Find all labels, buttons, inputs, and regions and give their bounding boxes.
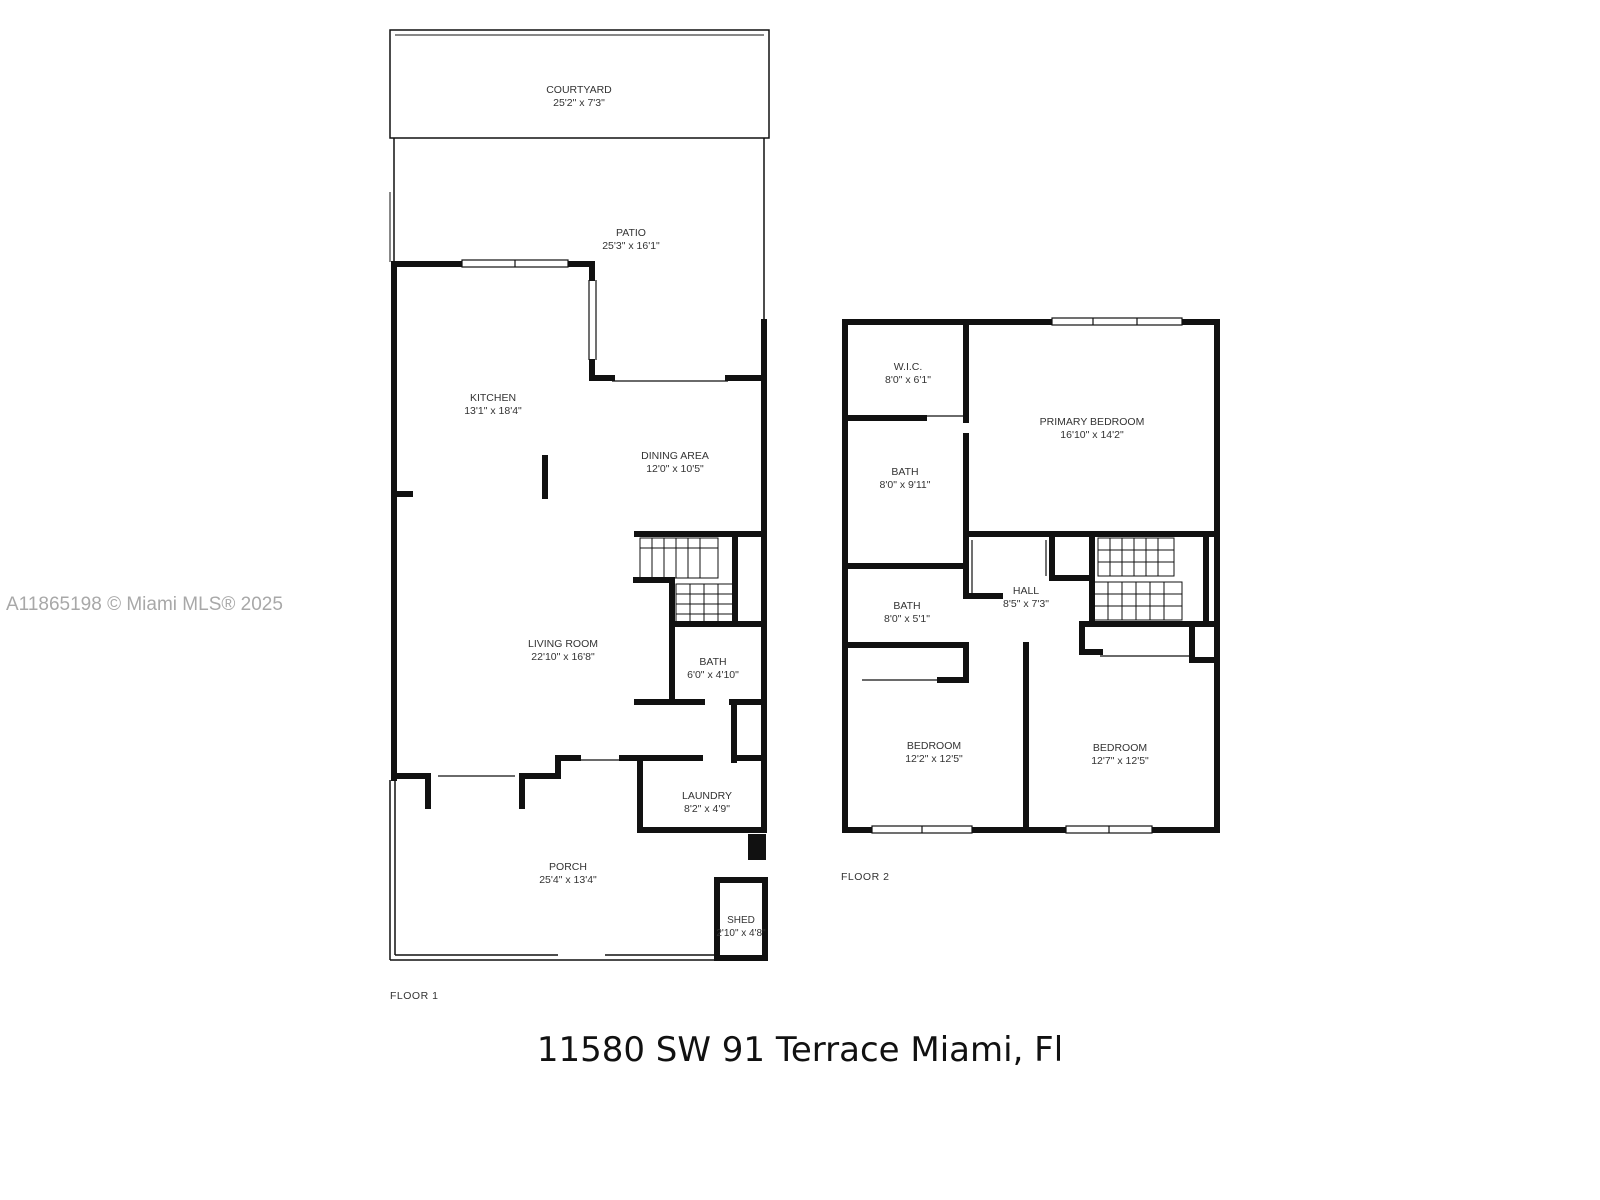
room-dimensions: 12'7" x 12'5" <box>1091 755 1149 767</box>
room-dimensions: 8'0" x 9'11" <box>879 479 931 491</box>
room-dimensions: 13'1" x 18'4" <box>464 405 522 417</box>
mls-watermark: A11865198 © Miami MLS® 2025 <box>6 594 283 615</box>
room-dimensions: 12'0" x 10'5" <box>646 463 704 475</box>
room-name: LAUNDRY <box>682 790 732 802</box>
room-name: BATH <box>891 466 919 478</box>
room-bedroom-right: BEDROOM 12'7" x 12'5" <box>1091 742 1149 768</box>
floor-2-stairs <box>1093 537 1183 621</box>
room-dimensions: 22'10" x 16'8" <box>531 651 595 663</box>
room-name: BEDROOM <box>906 740 962 752</box>
floor-1-plan <box>389 29 770 961</box>
room-dining-area: DINING AREA 12'0" x 10'5" <box>641 450 709 476</box>
room-laundry: LAUNDRY 8'2" x 4'9" <box>682 790 732 816</box>
floor-2-label: FLOOR 2 <box>841 871 890 883</box>
room-name: DINING AREA <box>641 450 709 462</box>
main-house-walls <box>391 261 768 961</box>
room-courtyard: COURTYARD 25'2" x 7'3" <box>546 84 612 110</box>
courtyard-outline <box>389 29 770 139</box>
floor-1-label: FLOOR 1 <box>390 990 439 1002</box>
room-name: W.I.C. <box>893 361 923 373</box>
room-name: PORCH <box>549 861 587 873</box>
room-name: PATIO <box>616 227 646 239</box>
room-bath-upper-1: BATH 8'0" x 9'11" <box>880 466 931 492</box>
room-dimensions: 25'4" x 13'4" <box>539 874 597 886</box>
room-walk-in-closet: W.I.C. 8'0" x 6'1" <box>885 361 931 387</box>
room-dimensions: 6'0" x 4'10" <box>687 669 739 681</box>
floor-2-windows <box>862 317 1192 834</box>
room-name: SHED <box>727 915 755 926</box>
room-bedroom-left: BEDROOM 12'2" x 12'5" <box>905 740 963 766</box>
room-primary-bedroom: PRIMARY BEDROOM 16'10" x 14'2" <box>1040 416 1145 442</box>
room-dimensions: 25'2" x 7'3" <box>553 97 605 109</box>
floor-1-stairs <box>639 537 735 623</box>
room-living-room: LIVING ROOM 22'10" x 16'8" <box>528 638 598 664</box>
room-bath-upper-2: BATH 8'0" x 5'1" <box>884 600 930 626</box>
floor-2-plan <box>842 317 1220 834</box>
room-dimensions: 2'10" x 4'8" <box>716 928 766 939</box>
room-name: COURTYARD <box>546 84 612 96</box>
room-dimensions: 8'5" x 7'3" <box>1003 598 1049 610</box>
room-name: LIVING ROOM <box>527 638 599 650</box>
room-bath-floor-1: BATH 6'0" x 4'10" <box>687 656 739 682</box>
room-name: HALL <box>1012 585 1040 597</box>
room-dimensions: 12'2" x 12'5" <box>905 753 963 765</box>
room-hall: HALL 8'5" x 7'3" <box>1003 585 1049 611</box>
room-dimensions: 8'2" x 4'9" <box>684 803 730 815</box>
room-name: BATH <box>893 600 921 612</box>
room-dimensions: 8'0" x 6'1" <box>885 374 931 386</box>
room-dimensions: 16'10" x 14'2" <box>1060 429 1124 441</box>
room-dimensions: 25'3" x 16'1" <box>602 240 660 252</box>
porch-outline <box>389 780 717 961</box>
room-shed: SHED 2'10" x 4'8" <box>716 914 765 940</box>
room-name: PRIMARY BEDROOM <box>1039 416 1145 428</box>
room-patio: PATIO 25'3" x 16'1" <box>602 227 660 253</box>
floor-1-windows <box>438 259 728 777</box>
room-name: KITCHEN <box>469 392 517 404</box>
room-name: BEDROOM <box>1092 742 1148 754</box>
room-name: BATH <box>699 656 727 668</box>
room-dimensions: 8'0" x 5'1" <box>884 613 930 625</box>
property-address: 11580 SW 91 Terrace Miami, Fl <box>536 1030 1064 1070</box>
room-porch: PORCH 25'4" x 13'4" <box>539 861 597 887</box>
room-kitchen: KITCHEN 13'1" x 18'4" <box>464 392 522 418</box>
upper-floor-walls <box>842 319 1220 833</box>
